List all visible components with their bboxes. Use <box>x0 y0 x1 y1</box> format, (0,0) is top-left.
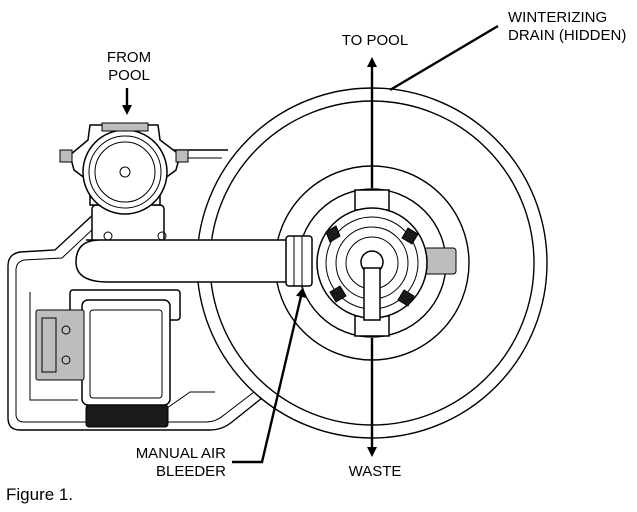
manual-air-bleeder-label-line1: MANUAL AIR <box>136 445 226 462</box>
multiport-valve <box>316 189 457 337</box>
winterizing-drain-label-line2: DRAIN (HIDDEN) <box>508 27 626 44</box>
pump-strainer-lid <box>59 122 189 246</box>
from-pool-label-line1: FROM <box>107 49 151 66</box>
callout-lines <box>122 24 499 464</box>
to-pool-label: TO POOL <box>342 32 408 49</box>
winterizing-drain-label-line1: WINTERIZING <box>508 9 607 26</box>
manual-air-bleeder-label-line2: BLEEDER <box>156 463 226 480</box>
pump-to-valve-pipe <box>75 235 313 287</box>
figure-caption: Figure 1. <box>6 485 73 504</box>
from-pool-label-line2: POOL <box>108 67 150 84</box>
pump-motor <box>35 289 181 428</box>
waste-label: WASTE <box>349 463 402 480</box>
